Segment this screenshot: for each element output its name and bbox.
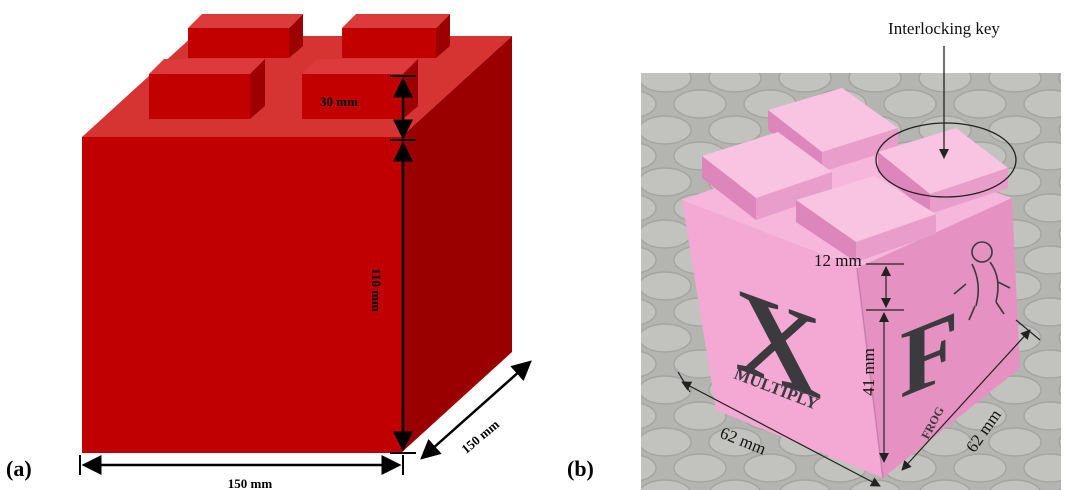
cube-front-face	[82, 137, 401, 453]
panel-b: X MULTIPLY F FROG 12 mm 41 mm 62 mm 62 m…	[567, 19, 1061, 490]
dim-line-b-width	[681, 381, 881, 487]
pink-key-right	[878, 128, 1008, 214]
cube-right-face	[401, 36, 512, 453]
dim-label-b-key: 12 mm	[814, 251, 862, 270]
dim-tick-b-depth	[1015, 319, 1041, 341]
callout-ellipse	[875, 122, 1017, 198]
pink-key-front	[796, 176, 936, 262]
key-front-left	[149, 59, 265, 119]
frog-drawing	[953, 241, 1011, 321]
dim-label-body-height: 110 mm	[369, 268, 384, 312]
dim-label-key-height: 30 mm	[320, 94, 358, 109]
dim-label-width: 150 mm	[228, 476, 273, 490]
dim-tick-b-width	[677, 371, 691, 393]
panel-b-label: (b)	[567, 456, 594, 481]
key-back-left	[188, 14, 303, 58]
key-back-right	[342, 14, 450, 58]
callout-label: Interlocking key	[888, 19, 1000, 38]
dim-label-depth: 150 mm	[458, 416, 502, 456]
dim-line-depth	[420, 360, 532, 460]
dim-label-b-body: 41 mm	[859, 348, 878, 396]
key-front-right	[302, 59, 418, 119]
panel-a-label: (a)	[6, 456, 32, 481]
pink-key-left	[702, 132, 832, 220]
panel-a: 30 mm 110 mm 150 mm 150 mm (a)	[6, 14, 532, 490]
dim-line-b-depth	[901, 329, 1031, 471]
